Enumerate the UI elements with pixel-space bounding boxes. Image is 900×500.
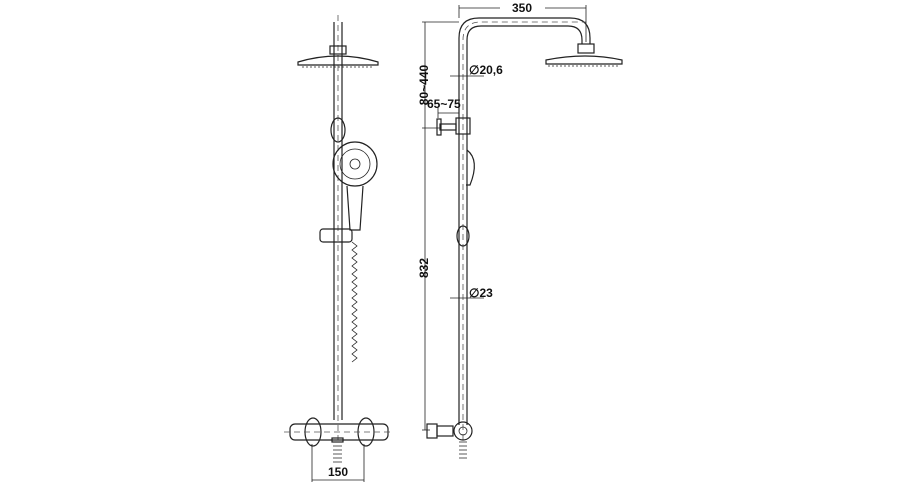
dim-inlet-spacing: 150	[328, 465, 348, 479]
front-view: 150	[284, 15, 394, 482]
side-valve	[426, 421, 473, 459]
rain-shower-head	[297, 45, 379, 68]
dim-wall-distance: 65~75	[427, 97, 461, 111]
side-hand-shower	[466, 149, 475, 186]
side-shower-head	[545, 43, 623, 67]
side-view: 350 80~440 832 ∅20,6 65~75 ∅23	[417, 1, 623, 459]
dim-height-adjust: 80~440	[417, 64, 431, 105]
dim-arm-length: 350	[512, 1, 532, 15]
dim-column-height: 832	[417, 258, 431, 278]
dim-pipe-diameter: ∅23	[469, 286, 493, 300]
hand-shower	[332, 141, 378, 231]
slider-knob	[330, 117, 346, 143]
thermostatic-valve	[284, 417, 394, 463]
slider-holder	[319, 228, 353, 243]
hose	[351, 241, 358, 363]
dim-arm-diameter: ∅20,6	[469, 63, 503, 77]
